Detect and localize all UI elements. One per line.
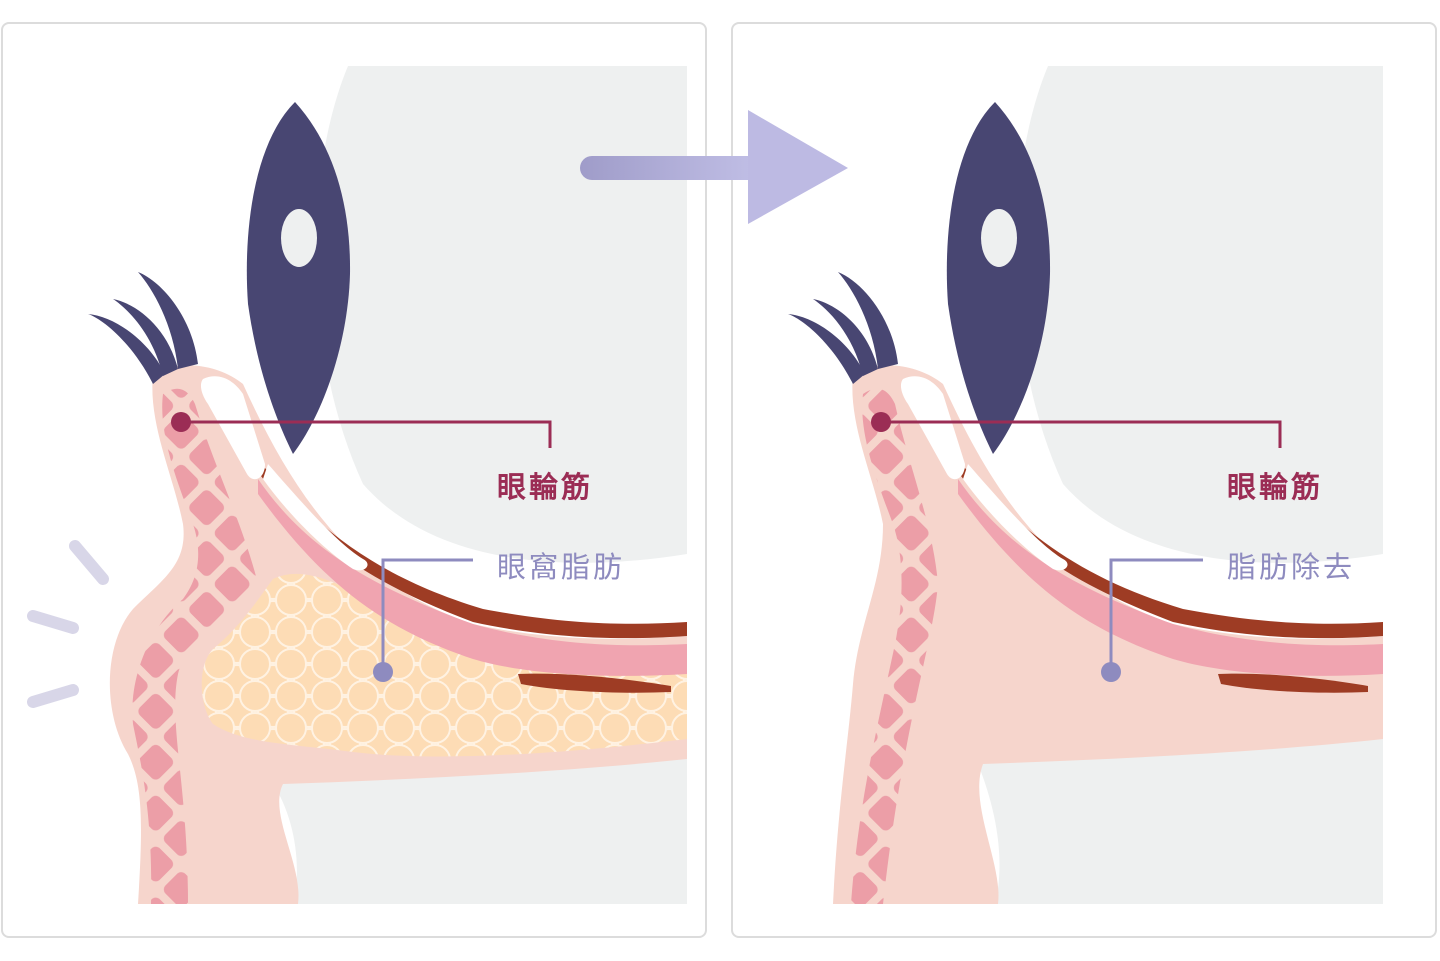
after-panel: 眼輪筋 脂肪除去 [731,22,1437,938]
fat-removed-label: 脂肪除去 [1227,550,1356,584]
muscle-label: 眼輪筋 [497,470,594,504]
eyelash-icon [88,272,198,384]
eyelash-icon [788,272,898,384]
orbital-fat [201,573,687,757]
conjunctiva [958,479,1383,676]
before-diagram [27,66,687,905]
muscle-label: 眼輪筋 [1227,470,1324,504]
eyeball [315,66,687,563]
orbicularis-muscle [132,388,258,905]
orbicularis-muscle [851,388,938,905]
after-diagram [788,66,1383,905]
eyeball [1015,66,1383,563]
puff-lines-icon [27,540,109,708]
eye-iris-icon [946,102,1051,454]
conjunctiva [258,479,687,676]
orbital-floor [273,744,687,904]
orbital-floor [978,729,1383,904]
arrow-right-icon [580,110,848,224]
fat-label: 眼窩脂肪 [497,550,626,584]
eye-iris-icon [246,102,351,454]
